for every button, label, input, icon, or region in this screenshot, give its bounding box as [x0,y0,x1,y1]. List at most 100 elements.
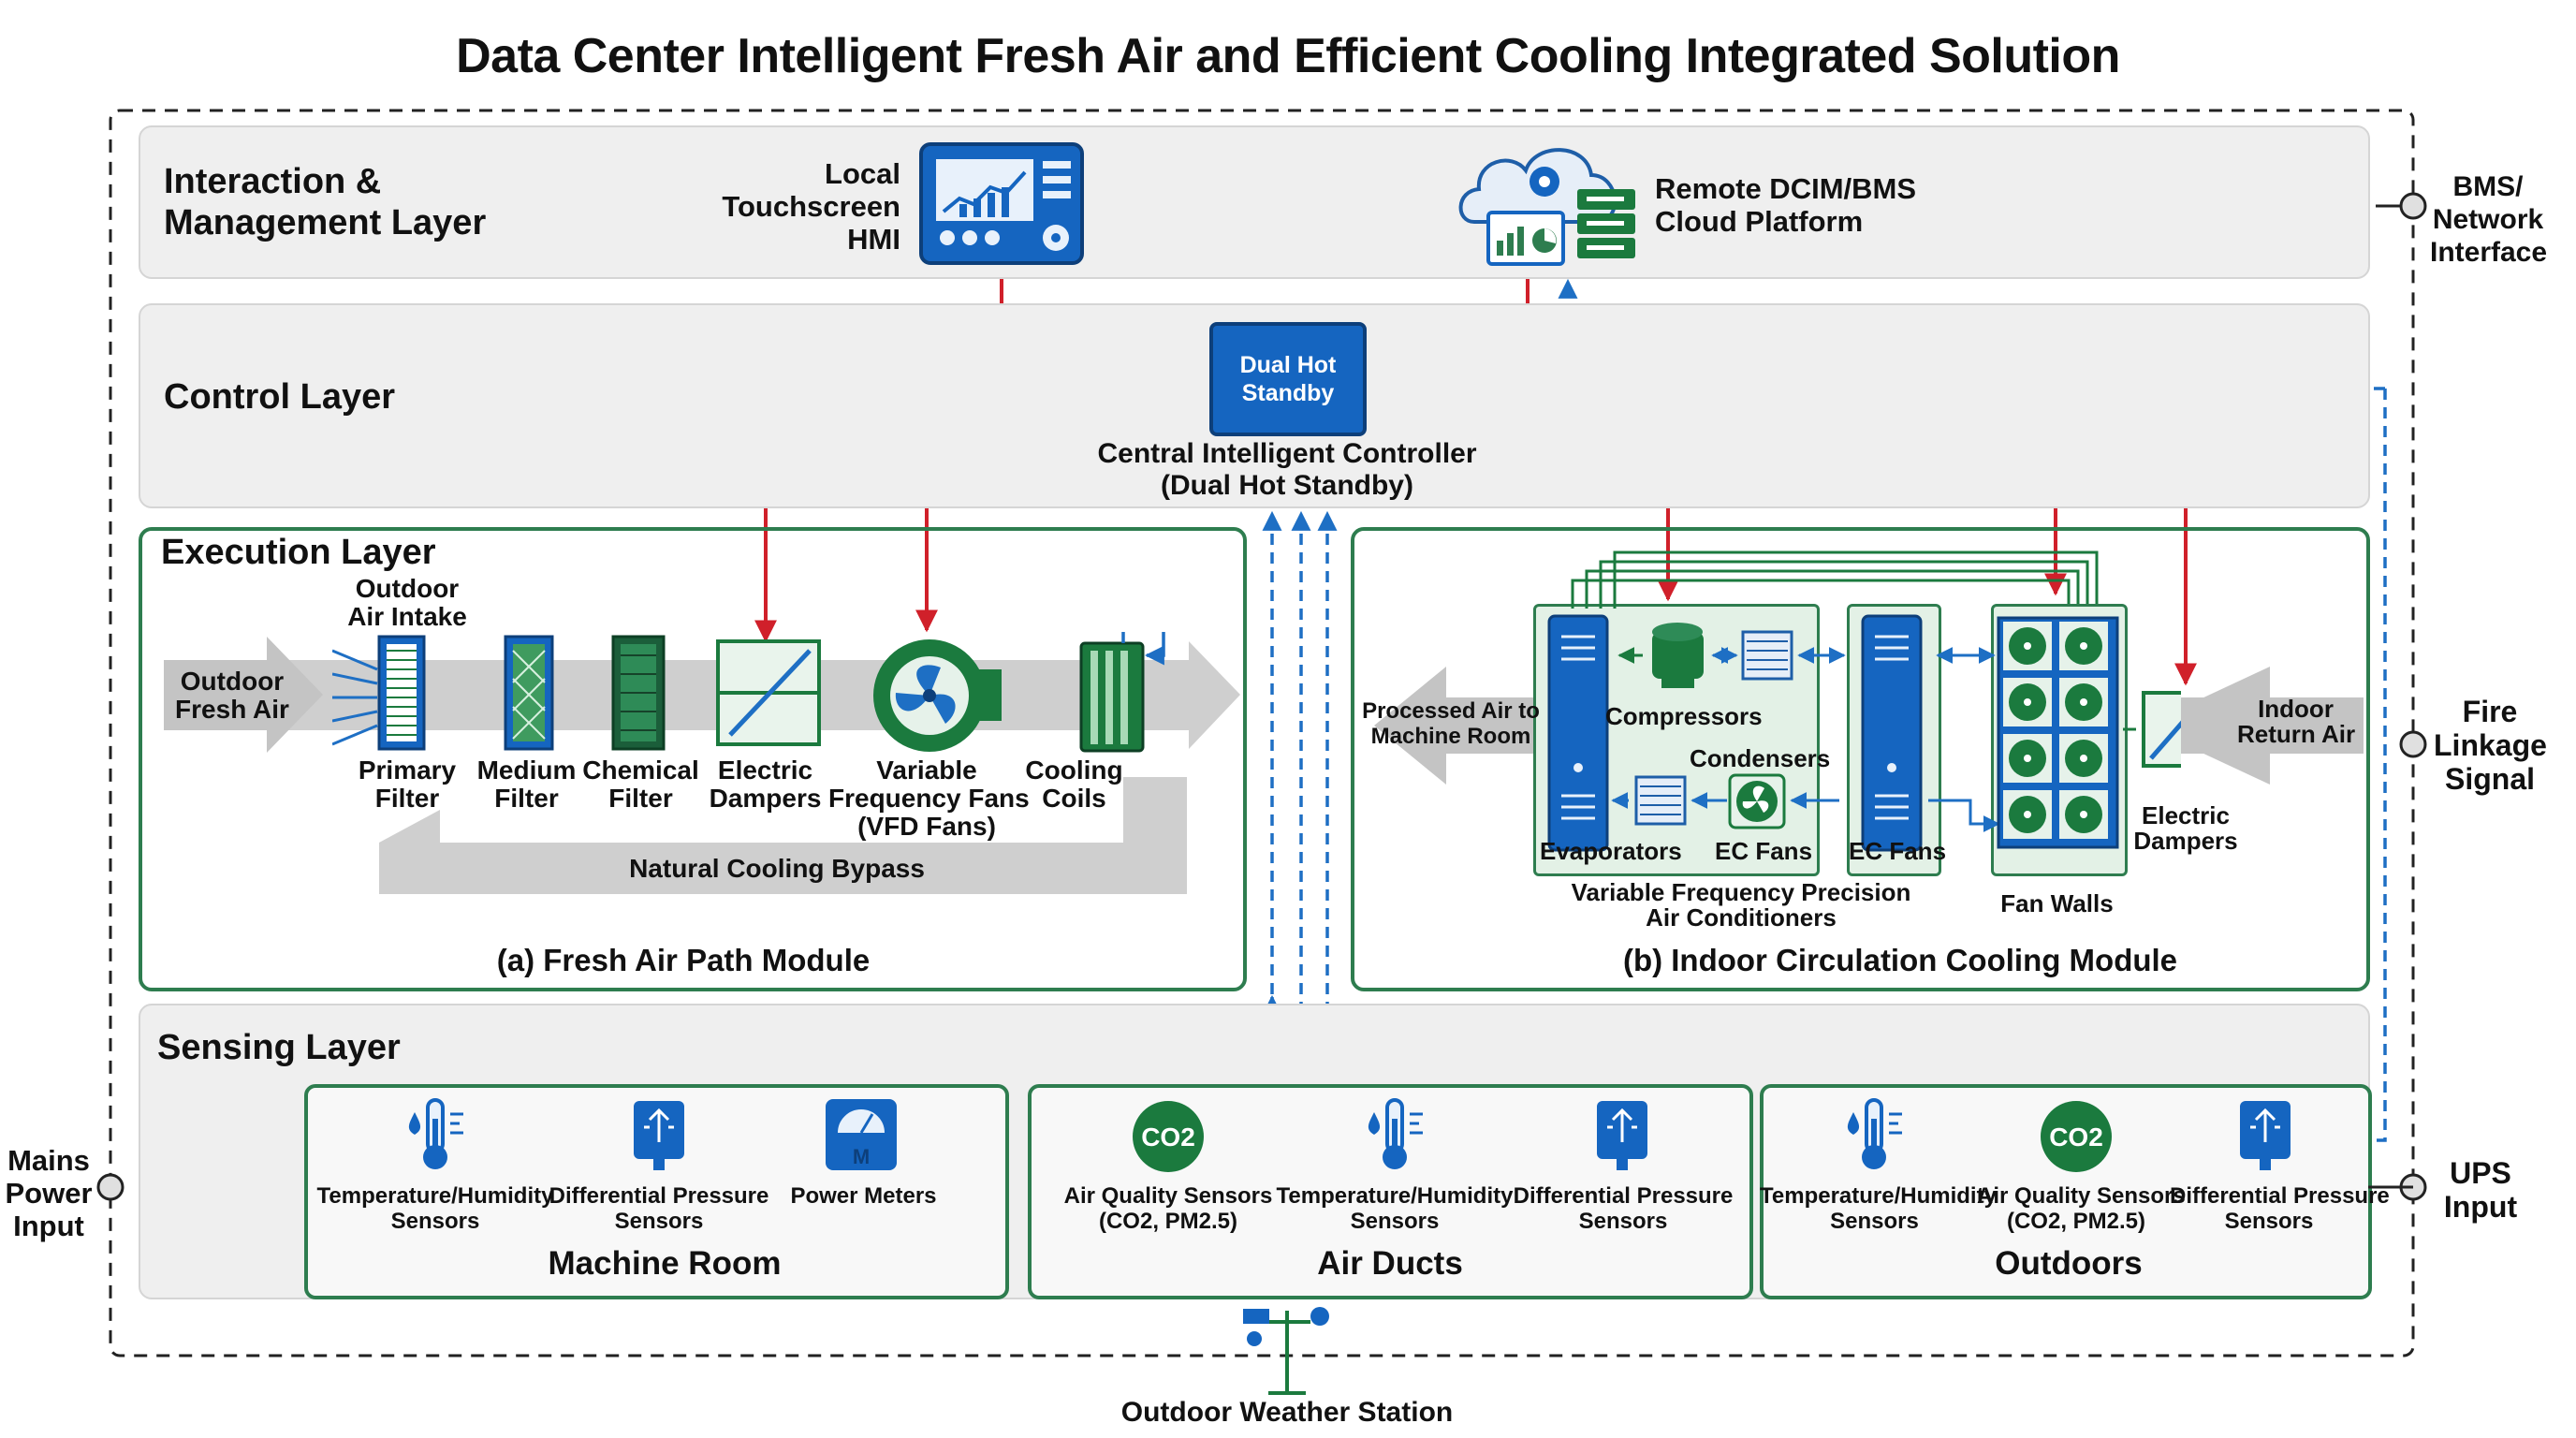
fan-walls-label: Fan Walls [2000,889,2114,917]
ec-fan-icon [1728,773,1786,829]
cloud-platform-icon[interactable] [1456,133,1643,273]
cloud-platform-label: Remote DCIM/BMS Cloud Platform [1655,172,1916,238]
precision-ac-l1: Variable Frequency Precision [1571,878,1911,906]
medium-filter-l2: Filter [494,784,559,813]
ups-l2: Input [2443,1190,2518,1224]
return-damper-icon [2123,691,2181,768]
ec-fans-label: EC Fans [1715,837,1813,865]
indoor-cooling-module [1351,527,2370,991]
ec-fans-cabinet-label: EC Fans [1849,837,1947,865]
sensor-label-l2: (CO2, PM2.5) [2006,1209,2146,1234]
primary-filter-icon [377,635,426,751]
intake-line1: Outdoor [355,574,460,603]
fresh-air-flow-arrow [164,637,1240,753]
sensor-label-l2: Sensors [2224,1209,2314,1234]
group-name-machine-room: Machine Room [548,1245,782,1282]
indoor-module-caption: (b) Indoor Circulation Cooling Module [1622,943,2178,977]
indoor-components [1547,550,2181,852]
mains-l1: Mains [7,1144,90,1177]
sensor-label-l2: Sensors [614,1209,704,1234]
controller-caption: Central Intelligent Controller (Dual Hot… [1030,438,1544,502]
control-layer-title: Control Layer [164,377,396,417]
processed-air-label: Processed Air to Machine Room [1362,698,1540,749]
evaporator-coil-icon [1634,775,1687,826]
thermometer-icon [1368,1098,1423,1169]
vfd-fans-l3: (VFD Fans) [857,812,996,841]
bms-interface-label: BMS/ Network Interface [2430,170,2547,269]
sensor-label-l1: Differential Pressure [1513,1183,1734,1209]
processed-air-l2: Machine Room [1370,724,1531,749]
cloud-label-line2: Cloud Platform [1655,205,1864,238]
chemical-filter-l2: Filter [608,784,673,813]
chemical-filter-icon [611,635,666,751]
thermometer-icon [408,1098,463,1169]
sensor-label-l2: (CO2, PM2.5) [1098,1209,1238,1234]
sensor-icons [408,1098,2291,1172]
co2-text-1: CO2 [1141,1123,1195,1152]
sensor-label: Differential Pressure Sensors [2170,1183,2390,1234]
electric-dampers-label: Electric Dampers [697,756,833,813]
hmi-label: Local Touchscreen HMI [722,157,900,256]
sensor-label: Differential Pressure Sensors [1511,1183,1735,1234]
primary-filter-l2: Filter [374,784,440,813]
mains-l3: Input [13,1210,84,1242]
interaction-layer-band [139,125,2370,279]
sensor-label: Temperature/Humidity Sensors [1275,1183,1515,1234]
cooling-coils-label: Cooling Coils [1006,756,1142,813]
sensor-label-l1: Temperature/Humidity [316,1183,554,1209]
co2-icon [2041,1101,2112,1172]
execution-layer-title: Execution Layer [161,533,436,572]
thermometer-icon [1847,1098,1902,1169]
ups-input-label: UPS Input [2434,1156,2527,1224]
sensor-label-l2: Sensors [390,1209,480,1234]
electric-damper-icon [716,639,821,746]
controller-line1: Dual Hot [1239,352,1337,378]
condenser-icon [1741,630,1793,681]
central-controller[interactable]: Dual Hot Standby [1209,322,1367,436]
sensor-label-l1: Air Quality Sensors [1063,1183,1273,1209]
bypass-arrow [379,777,1187,894]
fan-wall-grid [2003,622,2108,839]
vfd-fans-label: Variable Frequency Fans (VFD Fans) [828,756,1030,841]
compressor-icon [1652,623,1704,688]
primary-filter-label: Primary Filter [337,756,477,813]
bms-l1: BMS/ [2452,171,2524,202]
hmi-label-line2: Touchscreen [722,190,900,223]
condensers-label: Condensers [1690,744,1831,772]
sensor-label: Differential Pressure Sensors [547,1183,771,1234]
group-name-outdoors: Outdoors [1995,1245,2143,1282]
sensor-label-l1: Differential Pressure [549,1183,769,1209]
sensing-layer-title: Sensing Layer [157,1028,401,1067]
fresh-air-line2: Fresh Air [175,695,289,724]
precision-ac-l2: Air Conditioners [1646,903,1837,932]
group-name-air-ducts: Air Ducts [1317,1245,1463,1282]
air-intake-icon [332,649,378,746]
fresh-air-module-caption: (a) Fresh Air Path Module [496,943,871,977]
sensor-label-l1: Differential Pressure [2170,1183,2390,1209]
electric-dampers-l2: Dampers [709,784,822,813]
hmi-label-line1: Local [825,157,900,190]
touchscreen-hmi-icon[interactable] [917,140,1086,267]
sensor-label: Temperature/Humidity Sensors [1760,1183,1997,1234]
weather-station-label: Outdoor Weather Station [1120,1397,1454,1428]
evaporator-icon [1547,614,1609,852]
medium-filter-l1: Medium [476,756,577,785]
indoor-dampers-l2: Dampers [2133,827,2238,855]
fresh-air-components [332,632,1165,753]
sensor-label-l1: Temperature/Humidity [1276,1183,1514,1209]
fire-l2: Linkage [2434,728,2547,762]
sensor-label-l2: Sensors [1350,1209,1440,1234]
mains-power-label: Mains Power Input [4,1144,94,1242]
indoor-return-air-label: Indoor Return Air [2237,695,2355,747]
chemical-filter-label: Chemical Filter [573,756,709,813]
power-meter-icon [826,1099,897,1170]
ec-fans-cabinet-icon [1861,614,1923,852]
power-meter-m-glyph: M [852,1145,871,1168]
system-boundary [109,109,2415,1357]
chemical-filter-l1: Chemical [582,756,699,785]
processed-air-arrow [1374,667,1535,785]
return-air-l1: Indoor [2258,695,2334,723]
outdoor-air-intake-label: Outdoor Air Intake [342,575,473,631]
bypass-label: Natural Cooling Bypass [629,854,925,883]
electric-dampers-indoor-label: Electric Dampers [2125,803,2247,854]
